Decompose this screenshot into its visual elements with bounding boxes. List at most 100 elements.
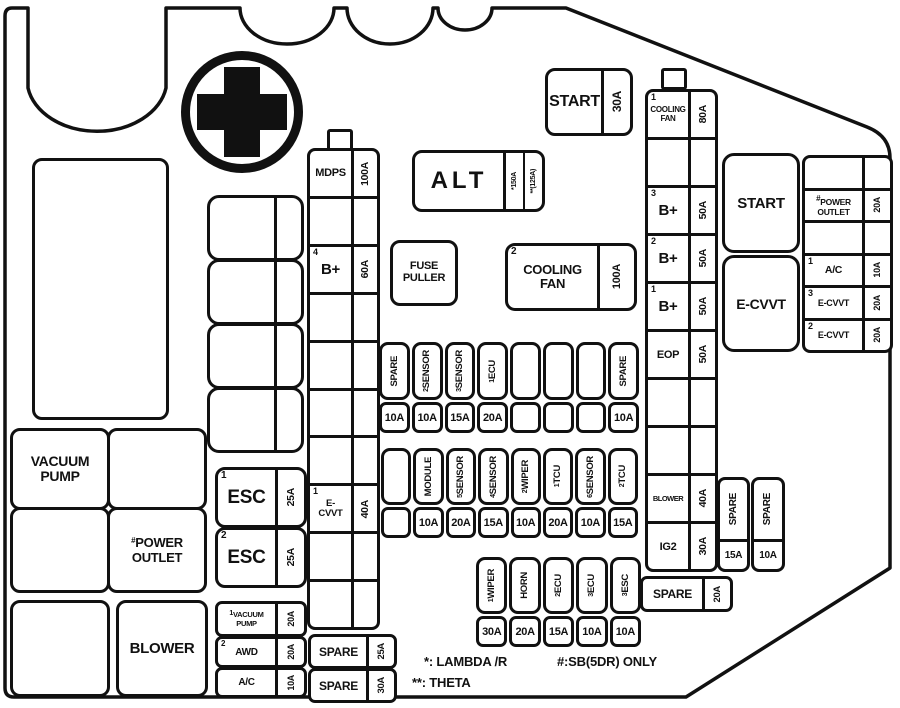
blank-relay-7 <box>10 600 110 697</box>
fuse-amp: 60A <box>351 246 377 292</box>
fuse-empty <box>542 342 574 433</box>
fuse-label: 1TCU <box>542 448 574 505</box>
blank-relay-2 <box>207 259 304 325</box>
fuse-empty <box>310 579 377 628</box>
fuse-amp: 10A <box>862 255 890 285</box>
fuse-label: 2WIPER <box>510 448 541 505</box>
fuse-spare-25: SPARE 25A <box>308 634 397 669</box>
alt-note-2: **(125A) <box>523 153 542 209</box>
fuse-amp: 20A <box>862 288 890 318</box>
fuse-amp: 10A <box>379 402 410 433</box>
fuse-amp: 30A <box>688 524 715 569</box>
fuse-label: SPARE <box>727 493 739 526</box>
blank-relay-box-large <box>32 158 169 420</box>
fuse-label: SPARE <box>653 587 692 601</box>
fuse-amp: 20A <box>862 320 890 350</box>
fuse-amp: 40A <box>351 486 377 532</box>
fuse-label: 6SENSOR <box>575 448 606 505</box>
fuse-label: SPARE <box>319 678 358 693</box>
fuse-amp: 100A <box>351 151 377 196</box>
fuse-empty <box>310 339 377 388</box>
fuse-empty <box>381 448 412 538</box>
fuse-label: 1ECU <box>477 342 508 400</box>
fuse-amp: 10A <box>413 507 444 538</box>
fuse-amp: 10A <box>609 616 642 647</box>
relay-vacuum-pump: VACUUM PUMP <box>10 428 110 510</box>
fuse-power-outlet: #POWER OUTLET 20A <box>805 187 890 220</box>
fuse-label: 2SENSOR <box>411 342 443 400</box>
fuse-amp: 15A <box>607 507 638 538</box>
fuse-label: BLOWER <box>652 494 684 503</box>
alt-note-1: *150A <box>503 153 523 209</box>
fuse-amp: 50A <box>688 284 715 329</box>
fuse-label: 1VACUUM PUMP <box>229 610 264 628</box>
fuse-label: MODULE <box>413 448 444 505</box>
footnote-sb5dr: #:SB(5DR) ONLY <box>557 654 658 669</box>
fuse-amp: 10A <box>510 507 541 538</box>
fuse-amp: 80A <box>688 92 715 137</box>
fuse-puller: FUSE PULLER <box>390 240 458 306</box>
battery-positive-icon <box>181 51 303 173</box>
relay-start: START <box>722 153 800 253</box>
fuse-eop: EOP 50A <box>648 329 715 377</box>
fuse-amp: 30A <box>601 71 630 133</box>
fuse-amp: 25A <box>275 530 304 585</box>
fuse-empty <box>510 342 541 433</box>
footnote-lambda: *: LAMBDA /R <box>424 654 508 669</box>
fuse-alt: ALT *150A **(125A) <box>412 150 545 212</box>
fuse-amp: 15A <box>720 539 747 569</box>
blank-relay-6 <box>10 507 110 593</box>
fuse-amp: 10A <box>576 616 608 647</box>
fuse-label: A/C <box>238 677 255 688</box>
fuse-empty <box>805 220 890 253</box>
fuse-empty <box>648 425 715 473</box>
fuse-label: 2TCU <box>607 448 638 505</box>
fuse-amp: 20A <box>275 639 304 665</box>
fuse-label: 5SENSOR <box>445 448 477 505</box>
blank-relay-4 <box>207 387 304 453</box>
fuse-label: SPARE <box>319 644 358 659</box>
fuse-empty <box>310 291 377 340</box>
fuse-ac: A/C 10A <box>215 667 307 698</box>
fuse-label: #POWER OUTLET <box>816 193 851 217</box>
footnote-theta: **: THETA <box>412 675 471 690</box>
fuse-empty <box>805 158 890 188</box>
fuse-empty <box>648 137 715 185</box>
fuse-label: SPARE <box>608 342 639 400</box>
fuse-label: 1WIPER <box>476 557 508 614</box>
fuse-amp: 20A <box>445 507 477 538</box>
fuse-label: 2ECU <box>542 557 575 614</box>
fuse-amp: 30A <box>366 671 394 700</box>
right-strip-tab <box>661 68 687 90</box>
fuse-amp: 20A <box>702 579 730 609</box>
fuse-amp: 25A <box>275 470 304 525</box>
